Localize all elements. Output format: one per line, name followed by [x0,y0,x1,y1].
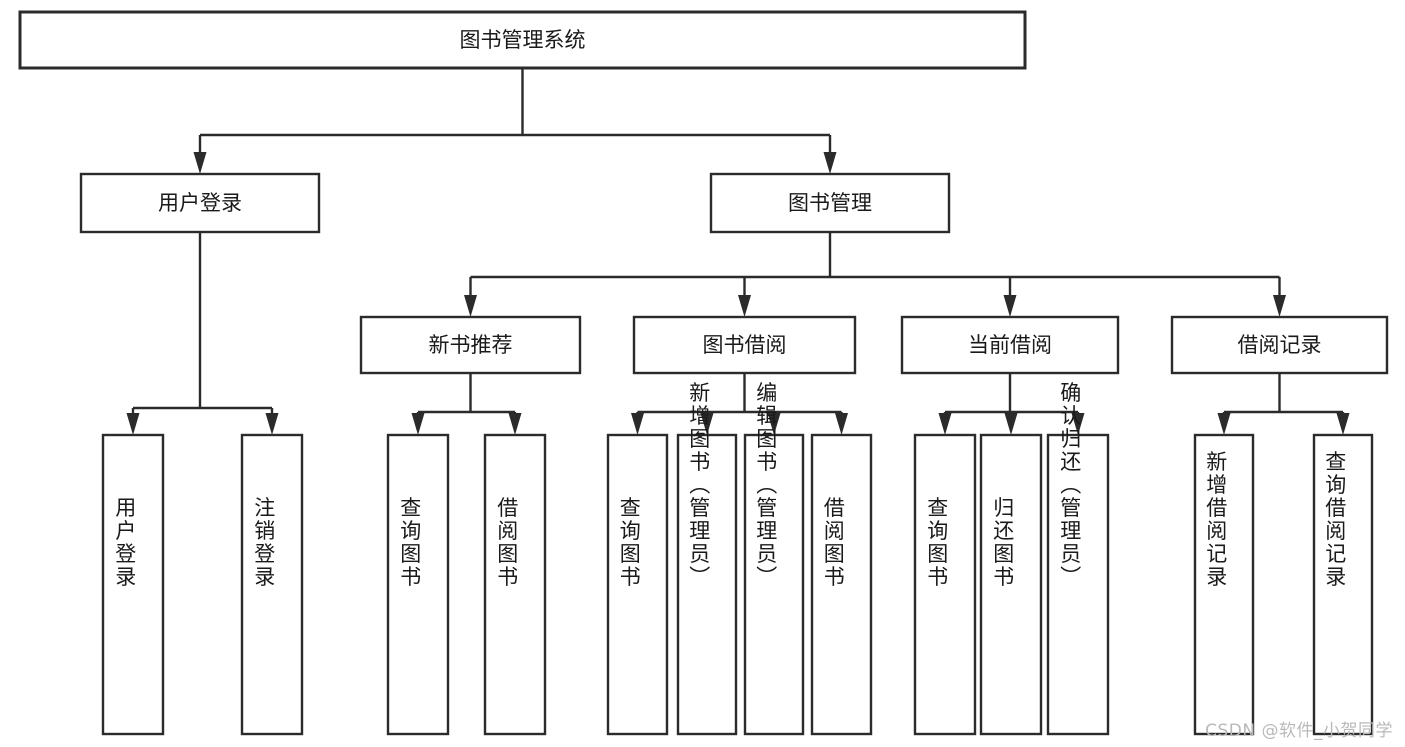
connector-group-book-borrow [631,373,848,435]
node-label: 用户登录 [158,191,242,215]
arrow-head-icon [631,413,644,435]
node-label: 查询借阅记录 [1323,451,1347,589]
arrow-head-icon [738,295,751,317]
arrow-head-icon [1003,295,1017,317]
node-box [979,433,1043,736]
node-leaf-confirm-return-admin[interactable]: 确认归还（管理员） [1046,382,1110,736]
node-box [101,433,165,736]
node-box [359,315,582,375]
node-book-borrow[interactable]: 图书借阅 [632,315,857,375]
node-label: 借阅图书 [821,497,845,589]
arrow-head-icon [823,152,837,174]
node-box [810,433,873,736]
node-label: 查询图书 [398,497,422,589]
node-label: 归还图书 [991,497,1015,589]
node-leaf-query-book-2[interactable]: 查询图书 [606,433,669,736]
node-user-login[interactable]: 用户登录 [79,172,321,234]
node-box [606,433,669,736]
node-box [386,433,450,736]
connector-layer [126,68,1350,435]
node-box [1170,315,1389,375]
node-box [1312,433,1374,736]
node-box [240,433,304,736]
node-root[interactable]: 图书管理系统 [18,10,1027,70]
node-box [1046,433,1110,736]
arrow-head-icon [1273,295,1286,317]
arrow-head-icon [464,295,477,317]
connector-group-root [193,68,837,174]
node-leaf-logout[interactable]: 注销登录 [240,433,304,736]
node-label: 编辑图书（管理员） [754,382,778,589]
node-label: 注销登录 [252,497,276,589]
arrow-head-icon [126,413,140,435]
arrow-head-icon [700,413,714,435]
node-label: 新增借阅记录 [1204,451,1228,589]
arrow-head-icon [508,413,522,435]
node-label: 新书推荐 [429,333,513,357]
node-label: 图书管理 [788,191,872,215]
arrow-head-icon [767,413,781,435]
node-box [483,433,547,736]
arrow-head-icon [1336,413,1350,435]
arrow-head-icon [1004,413,1018,435]
connector-group-book-manage [464,232,1286,317]
node-new-book-recommend[interactable]: 新书推荐 [359,315,582,375]
node-label: 查询图书 [925,497,949,589]
node-label: 查询图书 [617,497,641,589]
node-box [1193,433,1255,736]
node-box [743,433,805,736]
arrow-head-icon [1217,413,1231,435]
node-current-borrow[interactable]: 当前借阅 [900,315,1120,375]
node-leaf-add-book-admin[interactable]: 新增图书（管理员） [676,382,738,736]
node-book-manage[interactable]: 图书管理 [709,172,951,234]
connector-group-borrow-record [1217,373,1350,435]
arrow-head-icon [193,152,207,174]
arrow-head-icon [411,413,425,435]
node-box [18,10,1027,70]
node-box [709,172,951,234]
node-box [913,433,977,736]
node-layer: 图书管理系统用户登录图书管理新书推荐图书借阅当前借阅借阅记录用户登录注销登录查询… [18,10,1389,736]
node-leaf-borrow-book-2[interactable]: 借阅图书 [810,433,873,736]
node-leaf-query-book-1[interactable]: 查询图书 [386,433,450,736]
node-leaf-query-book-3[interactable]: 查询图书 [913,433,977,736]
node-box [900,315,1120,375]
connector-group-new-book-recommend [411,373,522,435]
arrow-head-icon [835,413,848,435]
arrow-head-icon [265,413,279,435]
node-label: 用户登录 [113,497,137,589]
node-label: 图书借阅 [703,333,787,357]
node-label: 借阅图书 [495,497,519,589]
node-leaf-borrow-book-1[interactable]: 借阅图书 [483,433,547,736]
connector-group-user-login [126,232,279,435]
node-label: 确认归还（管理员） [1058,382,1082,589]
node-borrow-record[interactable]: 借阅记录 [1170,315,1389,375]
node-box [676,433,738,736]
node-leaf-edit-book-admin[interactable]: 编辑图书（管理员） [743,382,805,736]
node-box [632,315,857,375]
node-leaf-query-borrow-record[interactable]: 查询借阅记录 [1312,433,1374,736]
arrow-head-icon [1071,413,1085,435]
arrow-head-icon [938,413,952,435]
connector-group-current-borrow [938,373,1085,435]
node-label: 借阅记录 [1238,333,1322,357]
node-leaf-user-login[interactable]: 用户登录 [101,433,165,736]
node-box [79,172,321,234]
node-leaf-return-book[interactable]: 归还图书 [979,433,1043,736]
node-leaf-add-borrow-record[interactable]: 新增借阅记录 [1193,433,1255,736]
node-label: 图书管理系统 [460,28,586,52]
node-label: 当前借阅 [968,333,1052,357]
node-label: 新增图书（管理员） [687,382,711,589]
